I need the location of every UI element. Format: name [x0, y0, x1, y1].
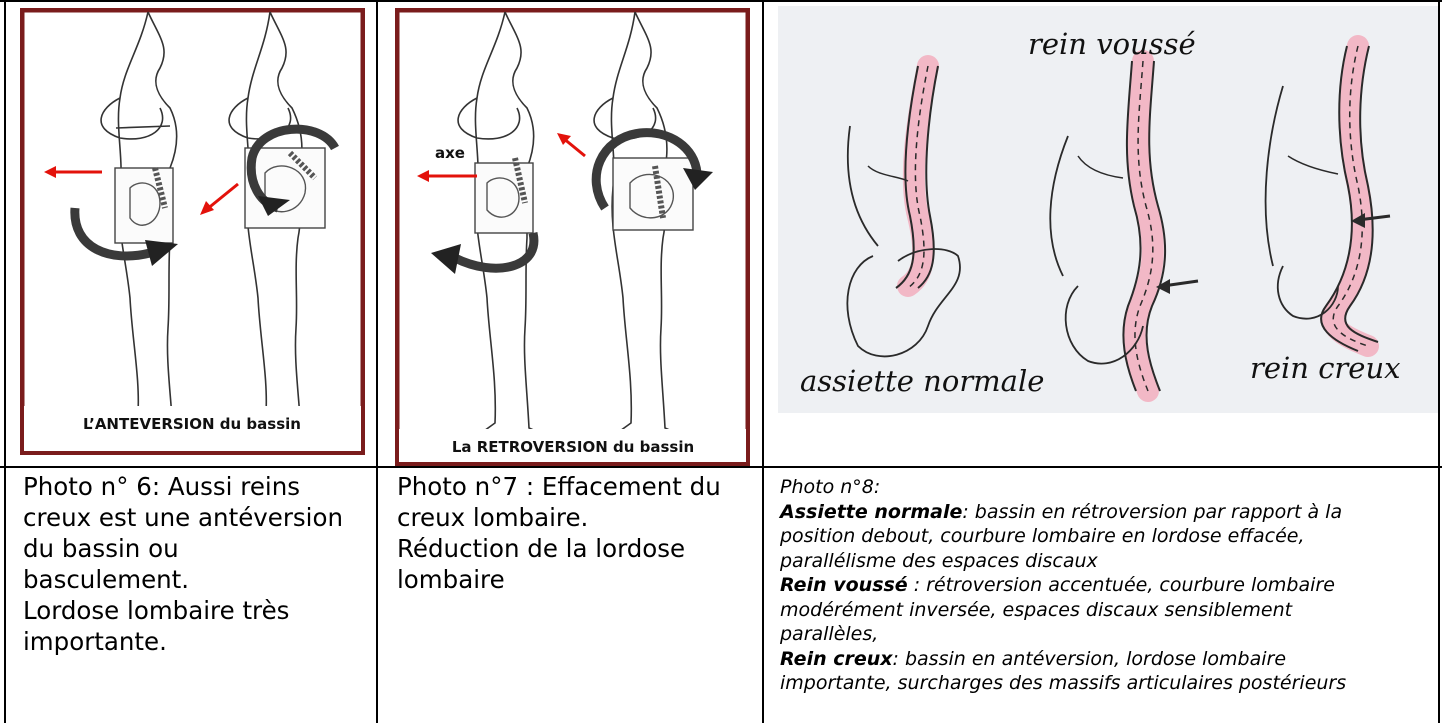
caption-assiette-normale: Assiette normale: bassin en rétroversion…	[780, 500, 1435, 525]
spine-curvature-sketch: rein voussé assiette normale rein creux	[778, 6, 1438, 413]
anteversion-banner: L’ANTEVERSION du bassin	[83, 415, 301, 433]
caption-photo-7: Photo n°7 : Effacement du creux lombaire…	[397, 471, 721, 595]
caption-photo-8: Photo n°8: Assiette normale: bassin en r…	[780, 475, 1435, 696]
label-rein-creux: rein creux	[1250, 351, 1401, 385]
term-assiette-normale: Assiette normale	[780, 501, 962, 523]
caption-line: Photo n°7 : Effacement du	[397, 471, 721, 502]
caption-text: position debout, courbure lombaire en lo…	[780, 524, 1435, 549]
table-border-row	[0, 466, 1442, 468]
caption-line: Réduction de la lordose	[397, 533, 721, 564]
caption-line: creux est une antéversion	[23, 502, 343, 533]
figure-retroversion: axe La RETROVERSION du bassin	[395, 8, 750, 466]
table-border-col2	[762, 0, 764, 723]
caption-photo-6: Photo n° 6: Aussi reins creux est une an…	[23, 471, 343, 657]
caption-text: importante, surcharges des massifs artic…	[780, 671, 1435, 696]
caption-line: lombaire	[397, 564, 721, 595]
caption-text: parallèles,	[780, 622, 1435, 647]
table-border-col1	[376, 0, 378, 723]
caption-line: Photo n° 6: Aussi reins	[23, 471, 343, 502]
figure-anteversion: L’ANTEVERSION du bassin	[20, 8, 365, 455]
label-rein-vousse: rein voussé	[1028, 27, 1196, 61]
caption-title: Photo n°8:	[780, 475, 1435, 500]
caption-text: : rétroversion accentuée, courbure lomba…	[908, 574, 1335, 596]
caption-text: : bassin en antéversion, lordose lombair…	[893, 648, 1287, 670]
caption-line: creux lombaire.	[397, 502, 721, 533]
axis-label: axe	[435, 144, 465, 162]
caption-line: importante.	[23, 626, 343, 657]
table-border-top	[0, 0, 1442, 2]
caption-text: modérément inversée, espaces discaux sen…	[780, 598, 1435, 623]
figure-spine-curvature: rein voussé assiette normale rein creux	[778, 6, 1438, 413]
caption-line: du bassin ou	[23, 533, 343, 564]
table-border-left	[4, 0, 6, 723]
term-rein-creux: Rein creux	[780, 648, 893, 670]
retroversion-banner: La RETROVERSION du bassin	[452, 438, 694, 456]
retroversion-illustration: axe La RETROVERSION du bassin	[395, 8, 750, 466]
caption-line: Lordose lombaire très	[23, 595, 343, 626]
caption-rein-creux: Rein creux: bassin en antéversion, lordo…	[780, 647, 1435, 672]
table-border-right	[1438, 0, 1440, 723]
caption-rein-vousse: Rein voussé : rétroversion accentuée, co…	[780, 573, 1435, 598]
anteversion-illustration: L’ANTEVERSION du bassin	[20, 8, 365, 455]
term-rein-vousse: Rein voussé	[780, 574, 908, 596]
caption-text: : bassin en rétroversion par rapport à l…	[962, 501, 1342, 523]
caption-text: parallélisme des espaces discaux	[780, 549, 1435, 574]
label-assiette-normale: assiette normale	[800, 364, 1044, 398]
caption-line: basculement.	[23, 564, 343, 595]
